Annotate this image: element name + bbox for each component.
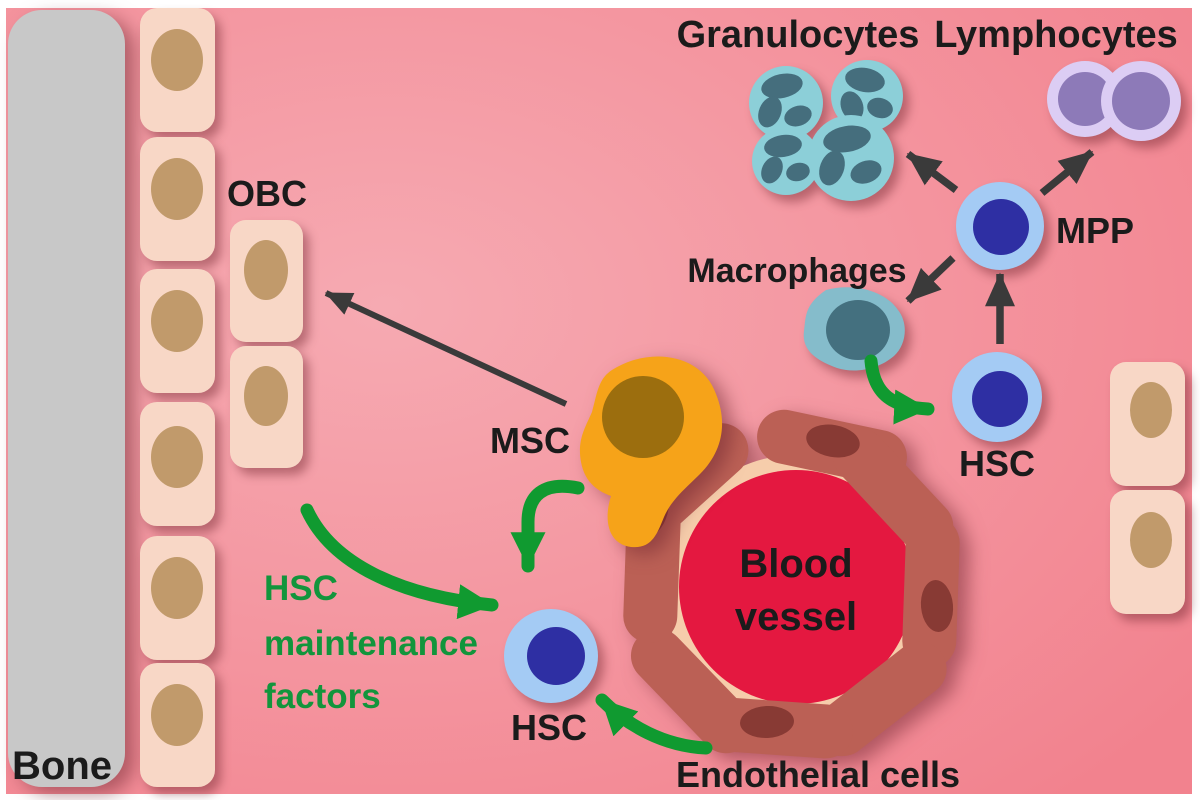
arrow-maintenance-to-hsc	[300, 503, 499, 620]
cell-nucleus	[244, 366, 288, 426]
msc-nucleus	[602, 376, 684, 458]
cell-nucleus	[151, 158, 203, 220]
macrophage-nucleus	[826, 300, 890, 360]
endothelial-nucleus	[740, 705, 794, 739]
msc-label: MSC	[490, 420, 570, 461]
obc-cell	[230, 220, 303, 342]
arrow-msc-to-obc	[324, 290, 568, 407]
arrow-endothelial-to-hsc	[595, 693, 713, 755]
bone-shape	[8, 10, 125, 787]
obc-cell	[230, 346, 303, 468]
maintenance-label-line3: factors	[264, 677, 381, 716]
lymphocyte-cell	[1101, 61, 1181, 141]
osteoblast-column	[140, 8, 215, 787]
maintenance-label-line2: maintenance	[264, 624, 478, 663]
granulocyte-cell	[749, 66, 823, 140]
arrow-mpp-to-macrophages	[905, 255, 956, 304]
granulocyte-lobes	[786, 162, 810, 182]
granulocyte-cell	[752, 127, 820, 195]
granulocyte-lobes	[867, 97, 893, 119]
osteoblast-cell	[140, 536, 215, 660]
hsc-nucleus	[972, 371, 1028, 427]
cell-nucleus	[151, 290, 203, 352]
bone-label: Bone	[12, 744, 112, 788]
right-stromal-cells	[1110, 362, 1185, 614]
granulocyte-lobes	[761, 156, 783, 184]
hsc-cell-right	[952, 352, 1042, 442]
blood-vessel-label-line2: vessel	[735, 595, 857, 639]
cell-nucleus	[244, 240, 288, 300]
mpp-cell	[956, 182, 1044, 270]
endothelial-nucleus	[806, 424, 860, 458]
granulocyte-cluster	[749, 60, 903, 201]
arrow-macrophage-to-hsc	[864, 354, 935, 425]
maintenance-label-line1: HSC	[264, 569, 338, 608]
blood-vessel-group	[621, 409, 960, 759]
lymphocytes-label: Lymphocytes	[934, 14, 1178, 56]
obc-label: OBC	[227, 173, 307, 214]
granulocyte-lobes	[840, 91, 864, 121]
macrophages-label: Macrophages	[687, 252, 906, 290]
osteoblast-cell	[140, 663, 215, 787]
obc-cells	[230, 220, 303, 468]
cell-nucleus	[151, 684, 203, 746]
endothelial-cell	[630, 628, 754, 754]
granulocytes-label: Granulocytes	[677, 14, 920, 56]
endothelial-nucleus	[920, 580, 954, 632]
hsc-right-label: HSC	[959, 443, 1035, 484]
osteoblast-cell	[140, 8, 215, 132]
hsc-nucleus	[527, 627, 585, 685]
arrow-mpp-to-granulocytes	[905, 151, 959, 193]
arrow-mpp-to-lymphocytes	[1039, 149, 1095, 196]
msc-cell	[579, 356, 723, 548]
hsc-cell-left	[504, 609, 598, 703]
cell-nucleus	[1130, 512, 1172, 568]
osteoblast-cell	[140, 137, 215, 261]
lymphocyte-pair	[1047, 61, 1181, 141]
lymphocyte-nucleus	[1112, 72, 1170, 130]
cell-nucleus	[151, 426, 203, 488]
hsc-maintenance-label: HSC maintenance factors	[264, 569, 478, 716]
macrophage-cell	[803, 287, 905, 371]
blood-vessel-label-line1: Blood	[739, 542, 852, 586]
stromal-cell	[1110, 362, 1185, 486]
granulocyte-lobes	[819, 150, 845, 186]
cell-nucleus	[151, 557, 203, 619]
granulocyte-lobes	[850, 160, 882, 184]
granulocyte-lobes	[823, 125, 871, 153]
granulocyte-lobes	[784, 105, 812, 127]
osteoblast-cell	[140, 269, 215, 393]
granulocyte-lobes	[758, 96, 782, 128]
mpp-label: MPP	[1056, 210, 1134, 251]
hsc-left-label: HSC	[511, 707, 587, 748]
lymphocyte-cell	[1047, 61, 1123, 137]
blood-vessel-lumen	[679, 470, 913, 704]
osteoblast-cell	[140, 402, 215, 526]
endothelial-label: Endothelial cells	[676, 754, 960, 795]
granulocyte-lobes	[845, 67, 885, 93]
lymphocyte-nucleus	[1058, 72, 1112, 126]
granulocyte-cell	[808, 115, 894, 201]
granulocyte-lobes	[764, 134, 802, 158]
cell-nucleus	[1130, 382, 1172, 438]
granulocyte-lobes	[761, 73, 803, 99]
stromal-cell	[1110, 490, 1185, 614]
arrow-msc-to-hsc	[510, 479, 585, 573]
blood-vessel-label: Blood vessel	[735, 542, 857, 639]
mpp-nucleus	[973, 199, 1029, 255]
cell-nucleus	[151, 29, 203, 91]
granulocyte-cell	[831, 60, 903, 132]
